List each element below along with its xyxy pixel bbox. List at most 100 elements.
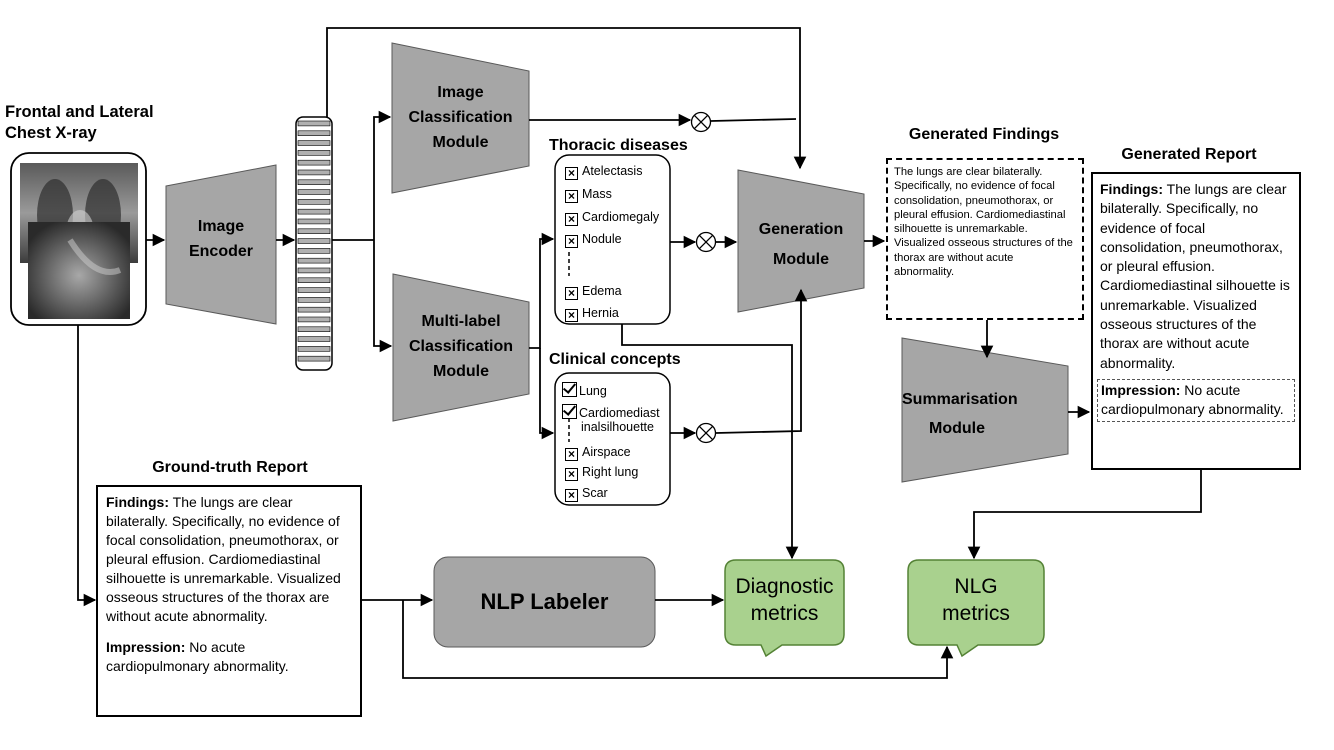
impression-label: Impression: — [1101, 381, 1181, 398]
feature-vector-stripe — [297, 189, 331, 195]
thoracic-item-label: Nodule — [582, 232, 622, 246]
diagnostic-metrics-shape — [724, 559, 845, 658]
thoracic-item-label: Hernia — [582, 306, 619, 320]
image-encoder-label: Image Encoder — [166, 214, 276, 264]
generation-module-shape — [737, 169, 865, 313]
clinical-item: ×Scar — [565, 485, 608, 502]
feature-vector-stripe — [297, 326, 331, 332]
nlg-metrics-label: NLG metrics — [908, 573, 1044, 627]
findings-text: The lungs are clear bilaterally. Specifi… — [1100, 181, 1290, 371]
feature-vector-stripe — [297, 179, 331, 186]
image-classification-label: Image Classification Module — [392, 80, 529, 155]
lateral-xray-image — [28, 222, 130, 319]
connectors — [77, 27, 1202, 679]
multilabel-classification-line1: Multi-label — [421, 313, 501, 330]
clinical-concepts-box — [554, 372, 671, 506]
impression-text: No acute cardiopulmonary abnormality. — [1101, 381, 1284, 418]
nlp-labeler-label: NLP Labeler — [480, 589, 609, 614]
feature-vector-stripe — [297, 120, 331, 127]
thoracic-item-label: Edema — [582, 284, 622, 298]
generation-module-label: Generation Module — [738, 215, 864, 275]
ground-truth-findings: Findings: The lungs are clear bilaterall… — [106, 493, 352, 626]
thoracic-item-label: Mass — [582, 187, 612, 201]
ground-truth-title: Ground-truth Report — [152, 459, 308, 476]
feature-vector-stripe — [297, 208, 331, 215]
feature-vector-stripe — [297, 140, 331, 146]
cross-checkbox-icon: × — [565, 287, 578, 300]
cross-checkbox-icon: × — [565, 190, 578, 203]
image-classification-line3: Module — [432, 134, 489, 151]
multiply-node-2 — [695, 231, 717, 253]
impression-text: No acute cardiopulmonary abnormality. — [106, 639, 289, 674]
feature-vector-stripe — [297, 316, 331, 323]
ground-truth-impression: Impression: No acute cardiopulmonary abn… — [106, 638, 352, 676]
generated-findings-box: The lungs are clear bilaterally. Specifi… — [886, 158, 1084, 320]
feature-vector-stripe — [297, 218, 331, 225]
checkmark-checkbox-icon — [562, 382, 577, 397]
feature-vector-stripe — [297, 169, 331, 176]
thoracic-diseases-box — [554, 154, 671, 325]
multilabel-classification-line2: Classification — [408, 338, 514, 355]
diagnostic-metrics-line2: metrics — [750, 602, 819, 625]
thoracic-item-label: Atelectasis — [582, 164, 643, 178]
findings-label: Findings: — [106, 494, 169, 510]
diagnostic-metrics-label: Diagnostic metrics — [725, 573, 844, 627]
summarisation-module-label: Summarisation Module — [902, 385, 1018, 443]
feature-vector-stripe — [297, 355, 331, 362]
clinical-item-continuation: inalsilhouette — [581, 420, 654, 434]
generated-findings-text: The lungs are clear bilaterally. Specifi… — [894, 166, 1073, 279]
clinical-item-label: Lung — [579, 384, 607, 398]
cross-checkbox-icon: × — [565, 167, 578, 180]
thoracic-item-label: Cardiomegaly — [582, 210, 660, 224]
generated-report-findings: Findings: The lungs are clear bilaterall… — [1100, 180, 1292, 373]
cross-checkbox-icon: × — [565, 235, 578, 248]
clinical-item: ×Right lung — [565, 464, 638, 481]
nlg-metrics-line1: NLG — [954, 575, 998, 598]
ground-truth-report-box: Findings: The lungs are clear bilaterall… — [96, 485, 362, 717]
generated-report-impression: Impression: No acute cardiopulmonary abn… — [1097, 378, 1295, 422]
feature-vector-stripe — [297, 346, 331, 352]
image-classification-shape — [391, 42, 530, 194]
multilabel-classification-line3: Module — [433, 363, 489, 380]
feature-vector — [295, 116, 333, 371]
feature-vector-stripe — [297, 238, 331, 244]
image-classification-line2: Classification — [408, 109, 513, 126]
image-classification-line1: Image — [437, 84, 484, 101]
nlp-labeler-shape — [433, 556, 656, 648]
thoracic-item: × Atelectasis — [565, 163, 642, 180]
image-encoder-line1: Image — [197, 218, 245, 235]
feature-vector-stripe — [297, 150, 331, 156]
generation-module-line2: Module — [773, 251, 829, 268]
thoracic-item: × Mass — [565, 186, 612, 203]
clinical-item-label: Right lung — [582, 465, 639, 479]
xray-title-line1: Frontal and Lateral — [5, 103, 154, 121]
feature-vector-stripe — [297, 228, 331, 235]
generated-report-title: Generated Report — [1121, 146, 1257, 163]
feature-vector-stripe — [297, 297, 331, 303]
feature-vector-stripe — [297, 267, 331, 274]
multiply-node-3 — [695, 422, 717, 444]
findings-label: Findings: — [1100, 181, 1163, 197]
generated-findings-title: Generated Findings — [908, 126, 1060, 143]
nlg-metrics-shape — [907, 559, 1045, 658]
impression-label: Impression: — [106, 639, 186, 655]
cross-checkbox-icon: × — [565, 309, 578, 322]
feature-vector-stripe — [297, 306, 331, 313]
feature-vector-stripe — [297, 130, 331, 137]
multiply-node-1 — [690, 111, 712, 133]
clinical-concepts-title: Clinical concepts — [549, 351, 681, 368]
image-encoder-line2: Encoder — [188, 243, 253, 260]
feature-vector-stripe — [297, 199, 331, 205]
clinical-item: Cardiomediast — [562, 404, 660, 421]
thoracic-item: × Hernia — [565, 305, 619, 322]
summarisation-module-shape — [901, 337, 1069, 483]
thoracic-item: × Edema — [565, 283, 622, 300]
clinical-item: Lung — [562, 382, 607, 399]
summarisation-module-line1: Summarisation — [902, 391, 1018, 408]
xray-title-line2: Chest X-ray — [5, 124, 97, 142]
generated-report-box: Findings: The lungs are clear bilaterall… — [1091, 172, 1301, 470]
feature-vector-stripe — [297, 287, 331, 293]
image-encoder-shape — [165, 164, 277, 325]
clinical-item: ×Airspace — [565, 444, 631, 461]
